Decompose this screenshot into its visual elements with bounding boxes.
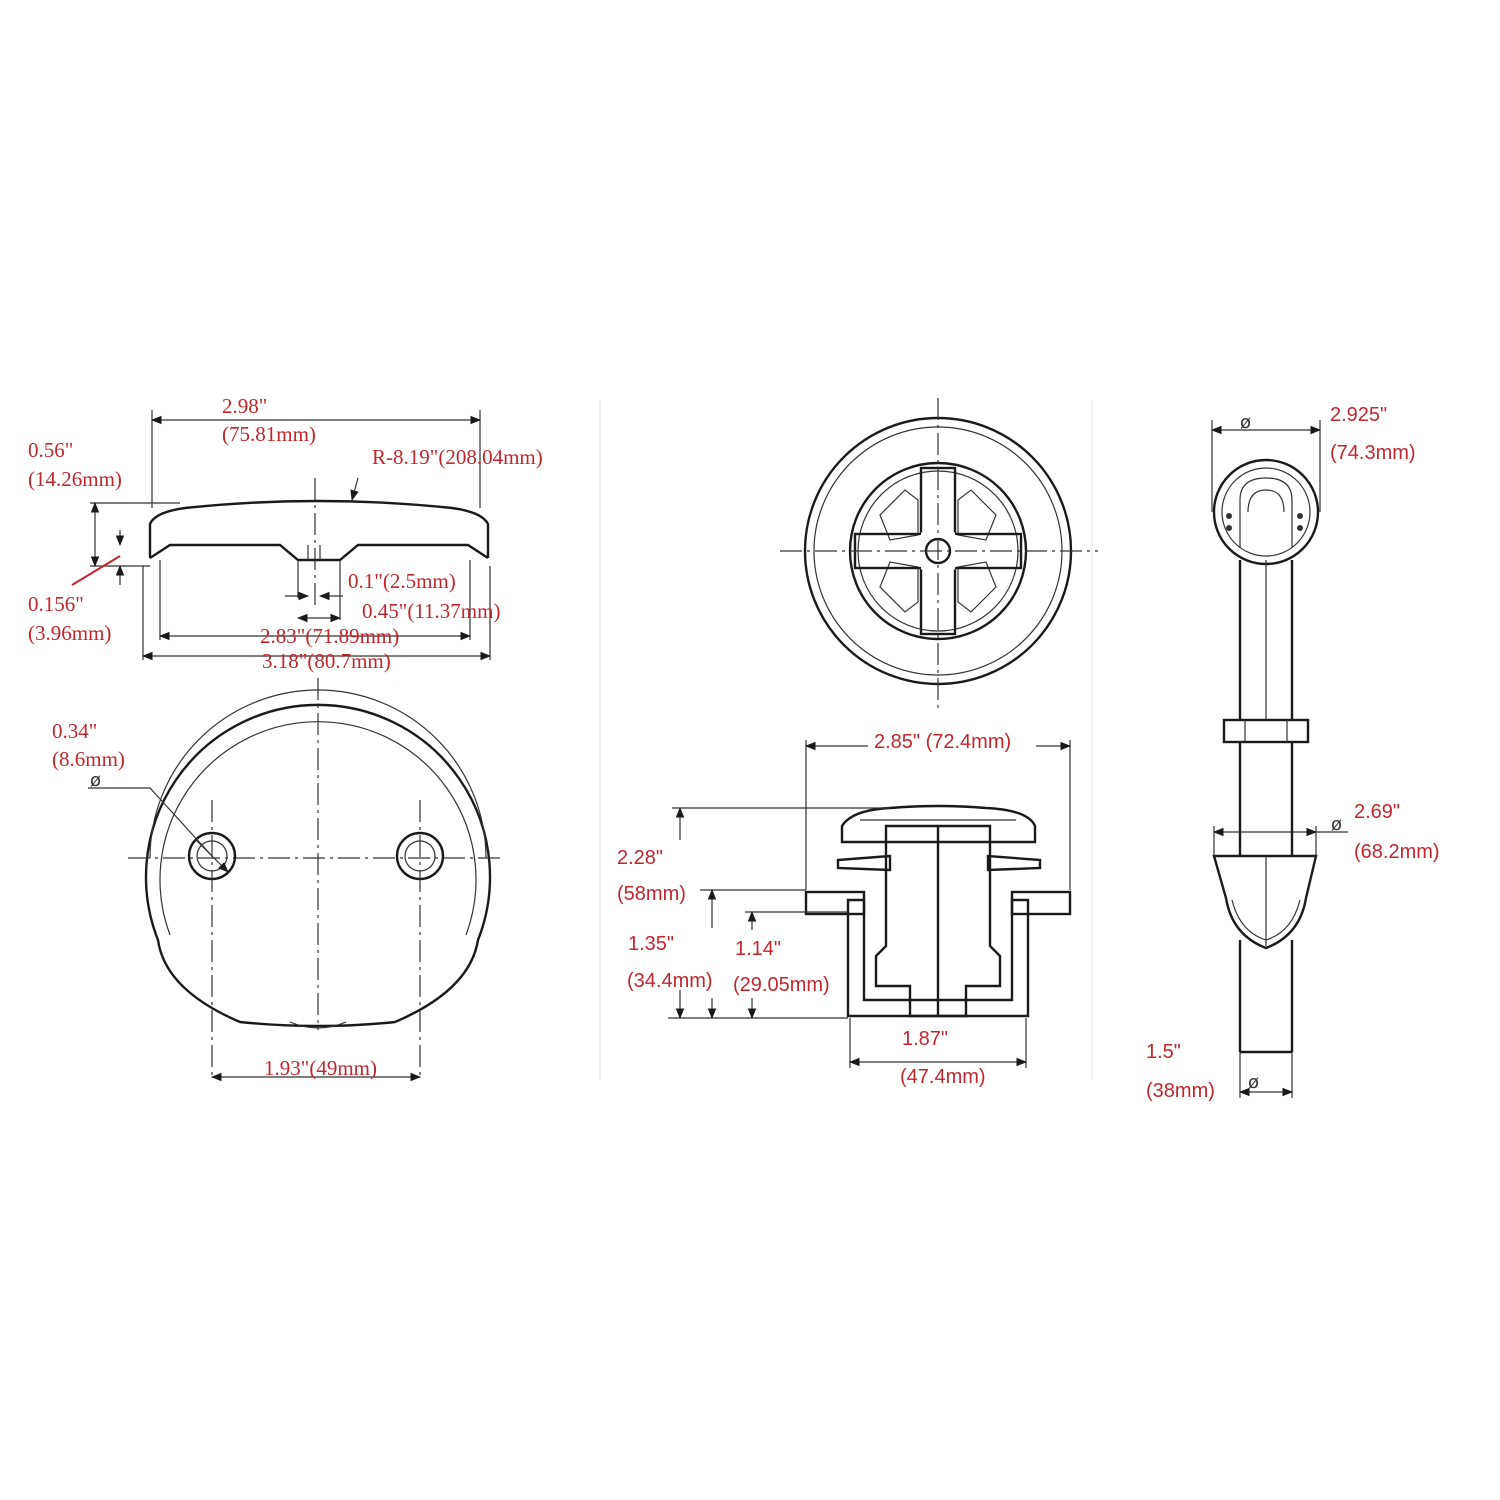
- cover-radius: R-8.19"(208.04mm): [372, 445, 543, 469]
- pipe-dia-in: 1.5": [1146, 1041, 1181, 1063]
- body-dia-in: 1.87": [902, 1028, 948, 1050]
- cover-plate-front-view: ø 0.34" (8.6mm) 1.93"(49mm): [52, 678, 505, 1082]
- tee-dia-in: 2.69": [1354, 801, 1400, 823]
- diameter-symbol: ø: [1240, 412, 1251, 433]
- pipe-dia-mm: (38mm): [1146, 1080, 1215, 1102]
- cover-top-width-mm: (75.81mm): [222, 422, 316, 446]
- body-height-mm: (34.4mm): [627, 970, 713, 992]
- body-dia-mm: (47.4mm): [900, 1066, 986, 1088]
- cap-width: 2.85" (72.4mm): [874, 731, 1011, 753]
- cover-height-in: 0.56": [28, 438, 73, 462]
- cover-rim-mm: (3.96mm): [28, 621, 111, 645]
- total-height-in: 2.28": [617, 847, 663, 869]
- thread-height-in: 1.14": [735, 938, 781, 960]
- cover-top-width-in: 2.98": [222, 394, 267, 418]
- diameter-symbol: ø: [1331, 814, 1342, 835]
- cover-outer-width: 3.18"(80.7mm): [262, 649, 391, 673]
- flange-dia-in: 2.925": [1330, 404, 1387, 426]
- drain-pipe-side-view: ø ø ø 2.925" (74.3mm) 2.69" (68.2mm) 1.5…: [1146, 404, 1440, 1102]
- diameter-symbol: ø: [1248, 1072, 1259, 1093]
- thread-height-mm: (29.05mm): [733, 974, 830, 996]
- body-height-in: 1.35": [628, 933, 674, 955]
- hole-dia-in: 0.34": [52, 719, 97, 743]
- cover-inner-width: 2.83"(71.89mm): [260, 624, 399, 648]
- stopper-section-view: 2.85" (72.4mm) 2.28" (58mm) 1.35" (34.4m…: [617, 731, 1072, 1088]
- cover-plate-side-view: 2.98" (75.81mm) 0.56" (14.26mm) R-8.19"(…: [28, 394, 543, 673]
- hole-spacing: 1.93"(49mm): [264, 1056, 377, 1080]
- tee-dia-mm: (68.2mm): [1354, 841, 1440, 863]
- cover-slot-width: 0.1"(2.5mm): [348, 569, 456, 593]
- hole-dia-mm: (8.6mm): [52, 747, 125, 771]
- stopper-top-view: [780, 398, 1098, 708]
- cover-height-mm: (14.26mm): [28, 467, 122, 491]
- flange-dia-mm: (74.3mm): [1330, 442, 1416, 464]
- cover-notch-width: 0.45"(11.37mm): [362, 599, 500, 623]
- diameter-symbol: ø: [90, 770, 101, 791]
- cover-rim-in: 0.156": [28, 592, 84, 616]
- total-height-mm: (58mm): [617, 883, 686, 905]
